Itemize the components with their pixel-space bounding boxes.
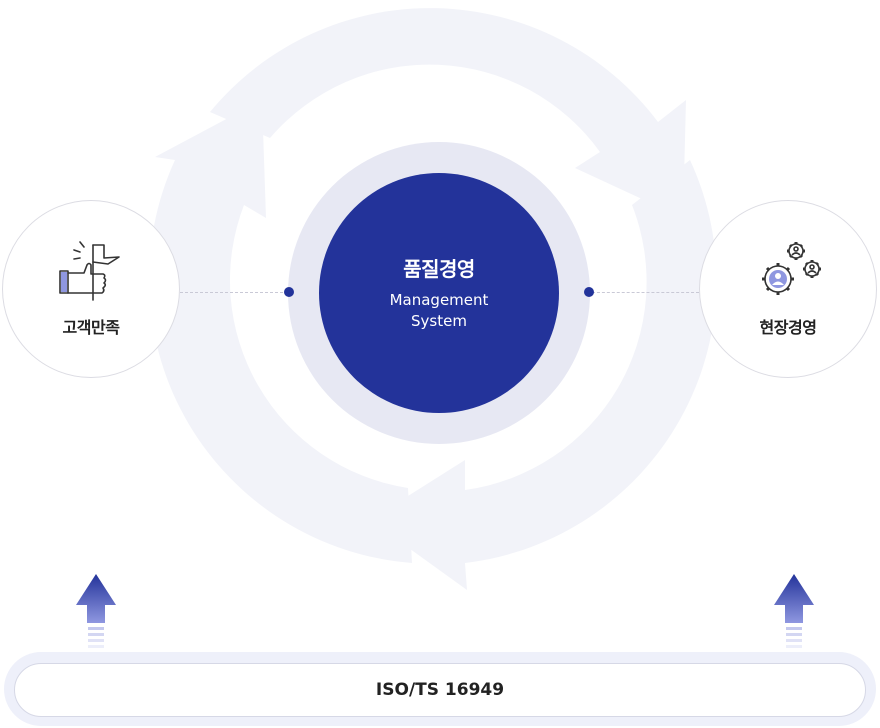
left-connector-dot	[284, 287, 294, 297]
center-title: 품질경영	[403, 257, 475, 281]
right-connector-line	[592, 292, 699, 293]
right-connector-dot	[584, 287, 594, 297]
gears-people-icon	[762, 242, 821, 295]
left-up-arrow-icon	[76, 574, 116, 648]
right-up-arrow-icon	[774, 574, 814, 648]
center-subtitle: Management System	[319, 290, 559, 332]
quality-management-core: 품질경영 Management System	[319, 173, 559, 413]
iso-standard-label: ISO/TS 16949	[14, 663, 866, 717]
thumbs-up-flag-icon	[59, 241, 120, 301]
customer-satisfaction-node: 고객만족	[2, 200, 180, 378]
field-management-label: 현장경영	[759, 318, 817, 337]
center-subtitle-line2: System	[411, 312, 467, 330]
field-management-node: 현장경영	[699, 200, 877, 378]
center-subtitle-line1: Management	[389, 291, 489, 309]
customer-satisfaction-label: 고객만족	[62, 318, 120, 337]
left-connector-line	[180, 292, 288, 293]
